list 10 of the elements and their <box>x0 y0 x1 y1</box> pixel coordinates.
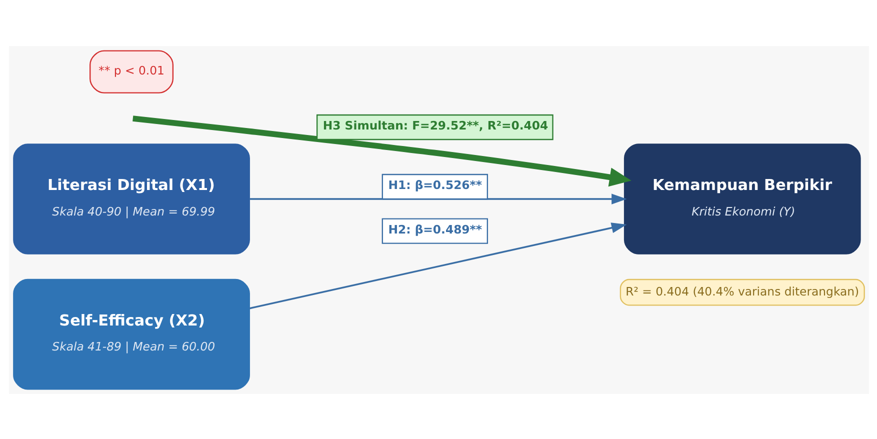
arrow <box>248 222 626 309</box>
node-box: Kemampuan Berpikir Kritis Ekonomi (Y) <box>623 143 860 254</box>
edge-label: H2: β=0.489** <box>388 222 482 236</box>
edge-label: H3 Simultan: F=29.52**, R²=0.404 <box>322 118 548 132</box>
node-box: Literasi Digital (X1) Skala 40-90 | Mean = 69.99 <box>12 143 250 254</box>
arrow <box>249 193 626 204</box>
edge-label: H1: β=0.526** <box>388 178 482 192</box>
node-box: Self-Efficacy (X2) Skala 41-89 | Mean = 60.00 <box>12 278 250 390</box>
label: ** p < 0.01 <box>98 63 164 78</box>
node-label: R² = 0.404 (40.4% varians diterangkan) <box>625 284 859 298</box>
